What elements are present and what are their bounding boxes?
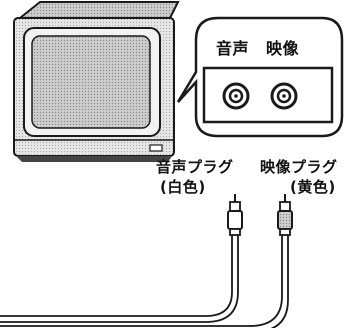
audio-plug-color-label: (白色): [160, 178, 206, 196]
jack-callout: [176, 16, 344, 138]
audio-cable: [0, 235, 239, 323]
video-cable: [0, 235, 289, 332]
tv-screen: [31, 35, 151, 129]
audio-jack-icon: [222, 82, 250, 110]
jack-panel: [202, 66, 334, 124]
tv-power-button: [149, 144, 163, 152]
tv-base: [16, 156, 172, 162]
video-plug-label: 映像プラグ: [260, 158, 338, 176]
video-jack-icon: [270, 82, 298, 110]
audio-plug-label: 音声プラグ: [156, 158, 234, 176]
tv-top: [17, 0, 180, 19]
video-plug-icon: [277, 194, 293, 236]
tv-set: [13, 0, 180, 162]
video-jack-label: 映像: [266, 39, 300, 58]
audio-plug-icon: [227, 194, 243, 236]
video-plug-color-label: (黄色): [290, 178, 336, 196]
audio-jack-label: 音声: [216, 39, 250, 58]
